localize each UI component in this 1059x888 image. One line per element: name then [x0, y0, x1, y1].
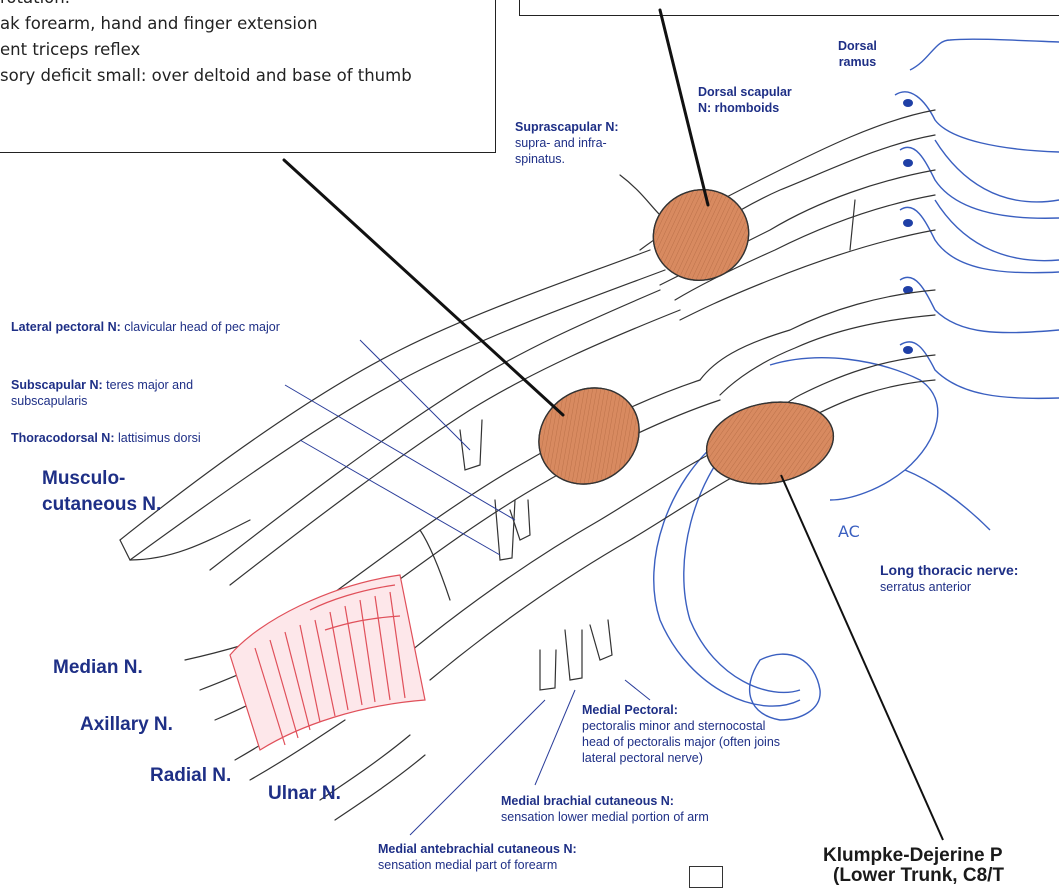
spine-dots [903, 99, 913, 354]
subscapular-name: Subscapular N: [11, 378, 103, 392]
medial-brachial-label: Medial brachial cutaneous N: sensation l… [501, 793, 709, 825]
thoracodorsal-desc: lattisimus dorsi [118, 431, 201, 445]
subscapular-label: Subscapular N: teres major and subscapul… [11, 377, 193, 409]
dorsal-ramus-label: Dorsal ramus [838, 38, 877, 70]
median-label: Median N. [53, 655, 143, 681]
ac-label: AC [838, 522, 860, 541]
small-box-frame [689, 866, 723, 888]
dorsal-scapular-label: Dorsal scapular N: rhomboids [698, 84, 792, 116]
thoracodorsal-name: Thoracodorsal N: [11, 431, 115, 445]
musculocutaneous-label: Musculo- cutaneous N. [42, 466, 161, 518]
medial-pectoral-desc: pectoralis minor and sternocostal head o… [582, 719, 780, 765]
suprascapular-desc: supra- and infra- spinatus. [515, 136, 607, 166]
callout-leader-lines [284, 10, 708, 415]
medial-pectoral-label: Medial Pectoral: pectoralis minor and st… [582, 702, 780, 766]
thoracodorsal-label: Thoracodorsal N: lattisimus dorsi [11, 430, 201, 446]
dorsal-scapular-desc: N: rhomboids [698, 101, 779, 115]
ulnar-label: Ulnar N. [268, 781, 341, 807]
long-thoracic-desc: serratus anterior [880, 580, 971, 594]
long-thoracic-name: Long thoracic nerve: [880, 562, 1018, 578]
dorsal-scapular-name: Dorsal scapular [698, 85, 792, 99]
lateral-pectoral-desc: clavicular head of pec major [124, 320, 280, 334]
axillary-label: Axillary N. [80, 712, 173, 738]
lesion-ellipses [520, 176, 840, 503]
axillary-artery [230, 575, 425, 750]
radial-label: Radial N. [150, 763, 231, 789]
suprascapular-label: Suprascapular N: supra- and infra- spina… [515, 119, 619, 167]
medial-brachial-name: Medial brachial cutaneous N: [501, 794, 674, 808]
medial-antebrachial-desc: sensation medial part of forearm [378, 858, 557, 872]
medial-brachial-desc: sensation lower medial portion of arm [501, 810, 709, 824]
klumpke-title-line2: (Lower Trunk, C8/T [833, 866, 1004, 886]
long-thoracic-label: Long thoracic nerve: serratus anterior [880, 562, 1018, 595]
lower-trunk-leader-line [781, 475, 943, 840]
klumpke-title-line1: Klumpke-Dejerine P [823, 846, 1003, 866]
suprascapular-name: Suprascapular N: [515, 120, 619, 134]
medial-antebrachial-name: Medial antebrachial cutaneous N: [378, 842, 577, 856]
medial-pectoral-name: Medial Pectoral: [582, 703, 678, 717]
medial-antebrachial-label: Medial antebrachial cutaneous N: sensati… [378, 841, 577, 873]
lateral-pectoral-label: Lateral pectoral N: clavicular head of p… [11, 319, 280, 335]
lateral-pectoral-name: Lateral pectoral N: [11, 320, 121, 334]
